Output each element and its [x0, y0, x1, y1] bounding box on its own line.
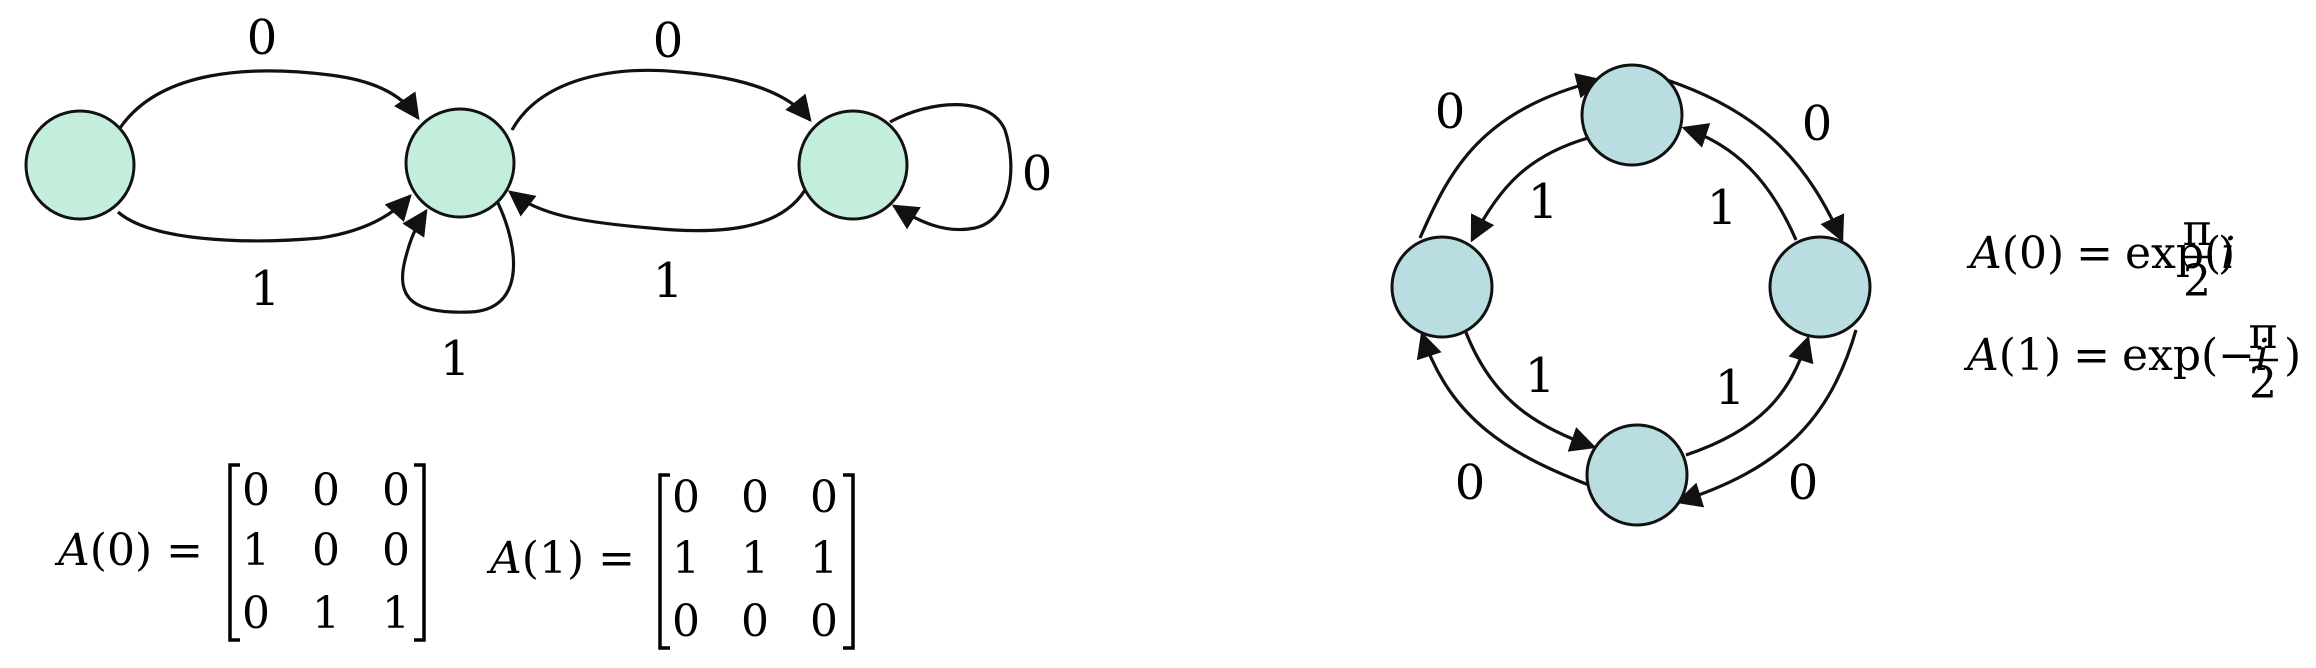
edge-left-to-top-outer [1418, 73, 1603, 239]
edge-left-to-bottom-inner [1463, 329, 1597, 452]
edge-right-to-top-inner [1681, 123, 1798, 241]
edge-label-right-to-bottom-outer: 0 [1788, 455, 1819, 511]
edge-top-to-left-inner [1470, 136, 1589, 243]
edge-label-c-self-loop: 0 [1022, 146, 1053, 202]
matrix-a0-right-bracket [414, 463, 426, 642]
matrix-a1-cell-2-1: 0 [741, 596, 769, 647]
edge-a-to-b-top [118, 69, 420, 129]
formula-a0-denominator: 2 [2183, 256, 2211, 307]
formula-a0-numerator: π [2183, 205, 2212, 256]
edge-label-b-self-loop: 1 [440, 331, 471, 387]
right-state-graph: 0 1 0 1 1 0 1 0 [1390, 63, 1872, 527]
edge-b-self-loop [400, 202, 515, 314]
matrix-a0-cell-2-0: 0 [242, 588, 270, 639]
matrix-a0-cell-0-2: 0 [382, 465, 410, 516]
matrix-a0: A(0)= 0 0 0 1 0 0 0 1 1 [54, 463, 426, 642]
edge-label-right-to-top-inner: 1 [1707, 180, 1738, 236]
matrix-a0-lhs: A(0)= [54, 525, 203, 576]
edge-b-to-c-top [510, 68, 812, 131]
matrix-a1-cell-0-0: 0 [672, 472, 700, 523]
matrix-a0-cell-1-0: 1 [242, 525, 270, 576]
matrix-a1-cell-1-2: 1 [810, 533, 838, 584]
matrix-a0-cell-2-2: 1 [382, 588, 410, 639]
formula-a0-close: ) [2218, 228, 2235, 279]
edge-top-to-right-outer [1666, 78, 1845, 243]
edge-c-to-b-bottom [507, 189, 807, 233]
matrix-a0-cell-1-2: 0 [382, 525, 410, 576]
cycle-node-bottom [1585, 423, 1689, 527]
edge-label-a-to-b-bottom: 1 [250, 261, 281, 317]
edge-label-top-to-right-outer: 0 [1802, 96, 1833, 152]
formula-a0-lhs: A(0)=exp(i [1966, 228, 2235, 279]
matrix-a0-cell-2-1: 1 [312, 588, 340, 639]
edge-right-to-bottom-outer [1675, 329, 1858, 508]
left-state-graph: 0 1 1 0 1 0 [24, 10, 1053, 387]
matrix-a1-cell-1-1: 1 [741, 533, 769, 584]
edge-label-left-to-bottom-inner: 1 [1525, 348, 1556, 404]
edge-label-b-to-c-top: 0 [653, 13, 684, 69]
matrix-a1-cell-1-0: 1 [672, 533, 700, 584]
formula-a1-numerator: π [2249, 308, 2278, 359]
edge-bottom-to-right-inner [1685, 335, 1814, 457]
edge-label-bottom-to-right-inner: 1 [1715, 360, 1746, 416]
edge-label-a-to-b-top: 0 [247, 10, 278, 66]
cycle-node-right [1768, 235, 1872, 339]
matrix-a0-left-bracket [228, 463, 240, 642]
edge-a-to-b-bottom [116, 194, 412, 243]
matrix-a1-lhs: A(1)= [486, 533, 635, 584]
cycle-node-left [1390, 235, 1494, 339]
matrix-a0-cell-1-1: 0 [312, 525, 340, 576]
edge-label-top-to-left-inner: 1 [1528, 174, 1559, 230]
formula-a1-denominator: 2 [2249, 358, 2277, 409]
state-node-b [404, 107, 516, 219]
matrix-a1-cell-0-2: 0 [810, 472, 838, 523]
edge-label-c-to-b-bottom: 1 [653, 253, 684, 309]
cycle-node-top [1580, 63, 1684, 167]
edge-label-left-to-top-outer: 0 [1435, 84, 1466, 140]
matrix-a1-right-bracket [843, 473, 855, 650]
formula-a1: A(1)=exp(−i π 2 ) [1963, 308, 2301, 409]
state-node-c [797, 109, 909, 221]
matrix-a1: A(1)= 0 0 0 1 1 1 0 0 0 [486, 472, 855, 650]
formula-a1-close: ) [2284, 330, 2301, 381]
matrix-a1-cell-0-1: 0 [741, 472, 769, 523]
matrix-a0-cell-0-1: 0 [312, 465, 340, 516]
state-node-a [24, 109, 136, 221]
formula-a1-lhs: A(1)=exp(−i [1963, 330, 2269, 381]
matrix-a1-cell-2-0: 0 [672, 596, 700, 647]
edge-label-bottom-to-left-outer: 0 [1455, 455, 1486, 511]
matrix-a1-cell-2-2: 0 [810, 596, 838, 647]
matrix-a1-left-bracket [658, 473, 670, 650]
matrix-a0-cell-0-0: 0 [242, 465, 270, 516]
edge-bottom-to-left-outer [1416, 331, 1595, 489]
formula-a0: A(0)=exp(i π 2 ) [1966, 205, 2235, 307]
edge-c-self-loop [889, 103, 1013, 232]
